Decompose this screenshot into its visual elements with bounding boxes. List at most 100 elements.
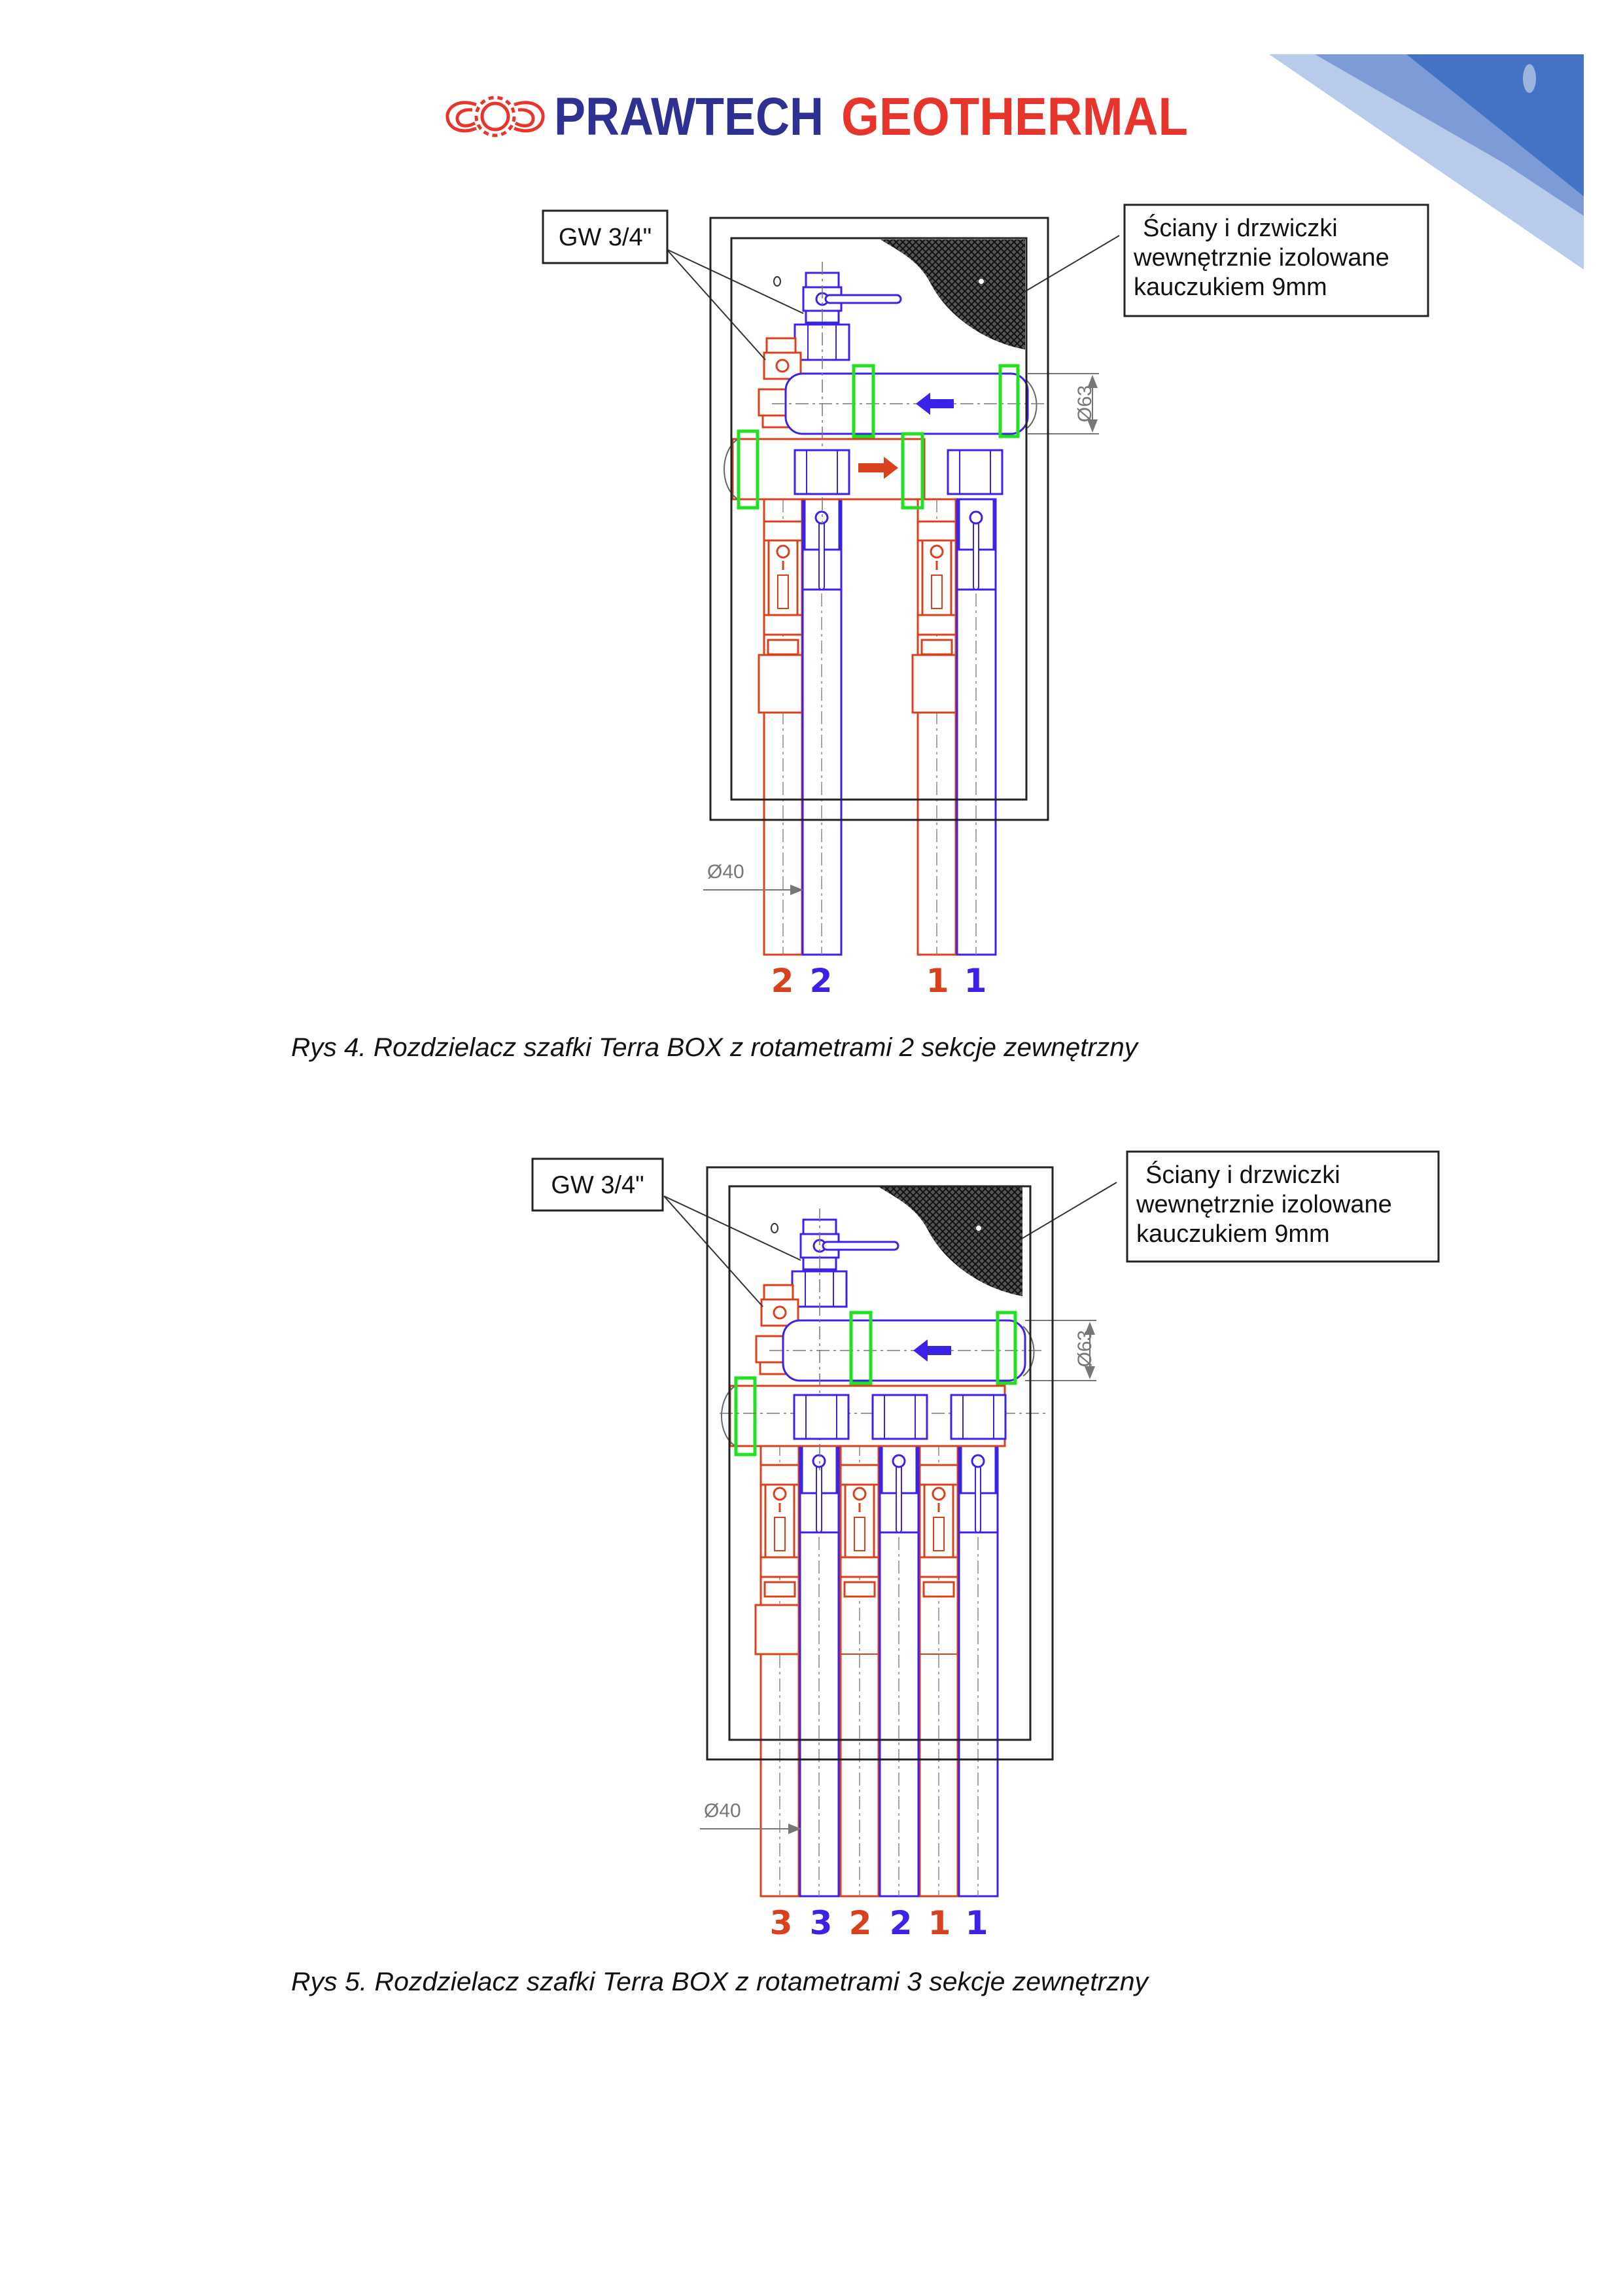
gw-label-box — [542, 209, 669, 264]
gw-label-box — [531, 1157, 664, 1212]
figure-caption: Rys 5. Rozdzielacz szafki Terra BOX z ro… — [291, 1968, 1150, 1996]
rotameter-scale — [933, 1517, 945, 1551]
rotameter-fitting — [839, 1556, 880, 1578]
insulation-note-box — [1126, 1150, 1440, 1263]
brand-name-geothermal: GEOTHERMAL — [841, 87, 1188, 147]
ball-valve-stem-icon — [969, 510, 983, 525]
brand-logo: PRAWTECH GEOTHERMAL — [445, 87, 1188, 147]
pipe-clamp — [901, 432, 924, 510]
screw-hole-icon — [771, 1223, 778, 1233]
cabinet-outer-wall — [706, 1166, 1054, 1761]
ball-valve-lever — [896, 1460, 902, 1533]
ball-valve-stem-icon — [812, 1454, 826, 1468]
cabinet-inner-wall — [728, 1185, 1032, 1741]
corner-decoration — [1269, 54, 1584, 270]
pipe-nut — [793, 1394, 850, 1440]
ball-valve-lever — [818, 517, 825, 590]
rotameter-fitting — [763, 520, 803, 542]
rotameter-scale — [931, 574, 943, 609]
pipe-sleeve — [754, 1604, 800, 1655]
insulation-note-line: wewnętrznie izolowane — [1133, 244, 1389, 272]
leader-line — [1021, 1182, 1117, 1239]
flow-arrow-left-icon — [916, 393, 954, 415]
corner-shape-dark — [1406, 54, 1584, 196]
cabinet-outer-wall — [709, 217, 1049, 821]
ball-valve-lever — [973, 517, 979, 590]
rotameter-scale — [777, 574, 789, 609]
rotameter-dial-icon — [930, 544, 944, 559]
pipe-clamp — [737, 429, 759, 510]
circuit-number: 1 — [964, 962, 987, 1000]
pipe-clamp — [998, 364, 1020, 438]
rotameter-fitting — [918, 1464, 959, 1486]
rotameter-scale — [774, 1517, 786, 1551]
pipe-nut — [947, 449, 1003, 495]
ball-valve-stem-icon — [971, 1454, 985, 1468]
circuit-number: 1 — [966, 1904, 988, 1942]
pipe-diameter-label: Ø40 — [704, 1800, 741, 1822]
leader-line — [663, 1195, 801, 1261]
gw-thread-label: GW 3/4" — [551, 1172, 644, 1199]
air-valve-cap — [765, 337, 797, 354]
rotameter-fitting — [839, 1464, 880, 1486]
valve-handle — [822, 1241, 899, 1251]
flow-arrow-right-icon — [858, 457, 898, 479]
ball-valve-lever — [816, 1460, 822, 1533]
pipe-nut — [794, 449, 850, 495]
leader-line — [666, 249, 804, 314]
brand-name-prawtech: PRAWTECH — [554, 87, 824, 147]
logo-gear-icon — [445, 96, 545, 137]
circuit-number: 3 — [810, 1904, 833, 1942]
pipe-clamp — [996, 1311, 1017, 1385]
circuit-number: 1 — [928, 1904, 951, 1942]
rotameter-fitting — [918, 1556, 959, 1578]
rotameter-fitting — [763, 614, 803, 636]
rotameter-fitting — [759, 1464, 800, 1486]
insulation-mark — [979, 279, 984, 284]
ball-valve-stem-icon — [892, 1454, 906, 1468]
insulation-note-line: wewnętrznie izolowane — [1136, 1191, 1392, 1218]
screw-hole-icon — [773, 276, 781, 287]
figure-caption: Rys 4. Rozdzielacz szafki Terra BOX z ro… — [291, 1033, 1140, 1062]
rotameter-collar — [922, 1581, 955, 1598]
rotameter-fitting — [759, 1556, 800, 1578]
insulation-note-line: kauczukiem 9mm — [1136, 1220, 1330, 1248]
pipe-clamp — [852, 364, 875, 438]
insulation-note-box — [1123, 203, 1429, 317]
leader-line — [1024, 235, 1120, 292]
upper-assembly — [663, 1182, 1117, 1470]
circuit-number: 1 — [926, 962, 949, 1000]
rotameter-dial-icon — [776, 544, 790, 559]
insulation-mark — [976, 1226, 981, 1231]
air-valve-cap — [763, 1284, 794, 1301]
pipe-nut — [950, 1394, 1007, 1440]
leader-line — [663, 1195, 763, 1307]
gw-thread-label: GW 3/4" — [559, 224, 652, 251]
pipe-diameter-label: Ø40 — [707, 861, 744, 883]
insulation-note-line: Ściany i drzwiczki — [1143, 213, 1338, 242]
air-valve-stem-icon — [773, 1305, 787, 1320]
ball-valve-stem-icon — [814, 510, 829, 525]
header-end-cap — [1025, 379, 1038, 430]
pipe-sleeve — [758, 654, 803, 714]
circuit-number: 2 — [810, 962, 833, 1000]
rotameter-dial-icon — [932, 1487, 946, 1501]
circuit-number: 2 — [849, 1904, 872, 1942]
rotameter-scale — [854, 1517, 865, 1551]
pipe-clamp — [849, 1311, 873, 1385]
rotameter-collar — [767, 639, 799, 656]
insulation-hatch — [878, 1186, 1022, 1296]
air-valve-stem-icon — [775, 359, 790, 373]
flow-arrow-left-icon — [913, 1339, 951, 1362]
header-diameter-label: Ø63 — [1074, 385, 1096, 423]
pipe-sleeve — [911, 654, 957, 714]
rotameter-fitting — [916, 614, 957, 636]
rotameter-dial-icon — [852, 1487, 867, 1501]
pipe-nut — [871, 1394, 928, 1440]
circuit-number: 2 — [890, 1904, 913, 1942]
rotameter-dial-icon — [773, 1487, 787, 1501]
corner-highlight — [1523, 64, 1536, 93]
